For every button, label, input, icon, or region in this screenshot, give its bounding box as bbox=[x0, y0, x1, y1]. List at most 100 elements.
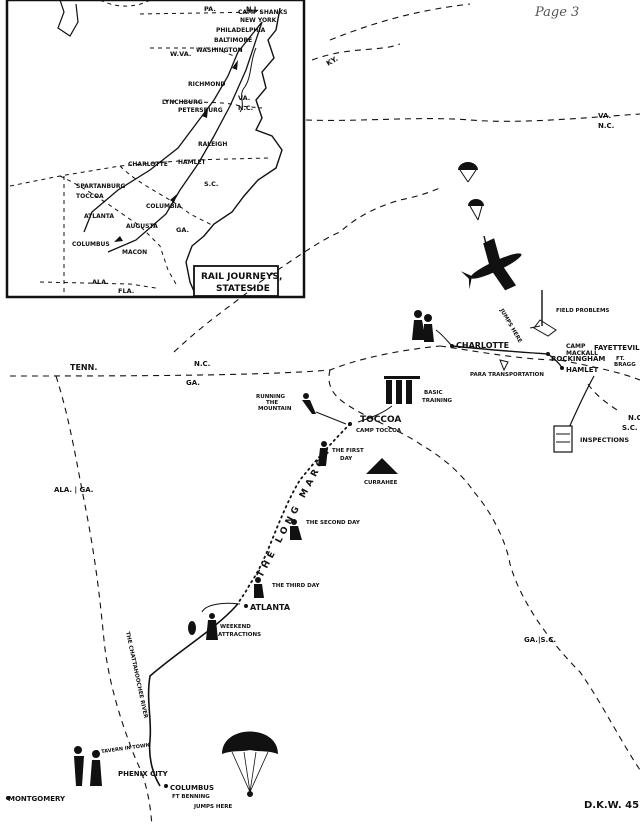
runner-icon bbox=[302, 393, 316, 414]
inset-route-arrows bbox=[114, 60, 238, 242]
inspection-line bbox=[567, 375, 595, 431]
chattahoochee-river bbox=[147, 605, 237, 787]
page-note: Page 3 bbox=[534, 5, 579, 20]
tenn-label: TENN. bbox=[70, 363, 97, 372]
svg-text:VA.: VA. bbox=[238, 94, 250, 102]
third-day-marcher-icon bbox=[254, 577, 264, 598]
svg-text:GA.: GA. bbox=[176, 226, 189, 234]
weekend-attractions-icon bbox=[188, 613, 218, 640]
tavern-couple-icon bbox=[74, 746, 102, 786]
first-day-label-1: THE FIRST bbox=[332, 448, 364, 454]
field-problems-label: FIELD PROBLEMS bbox=[556, 308, 609, 314]
dancing-couple-icon bbox=[412, 310, 434, 342]
camp-mackall-label-2: MACKALL bbox=[566, 350, 598, 357]
jumps-here-label-2: JUMPS HERE bbox=[498, 307, 523, 344]
basic-training-label-2: TRAINING bbox=[422, 398, 453, 404]
svg-text:TOCCOA: TOCCOA bbox=[76, 193, 104, 200]
svg-text:PETERSBURG: PETERSBURG bbox=[178, 107, 223, 114]
plane-icon bbox=[460, 238, 522, 291]
inset-lake bbox=[57, 0, 79, 37]
inspections-label: INSPECTIONS bbox=[580, 436, 629, 444]
fort-bragg-label-2: BRAGG bbox=[614, 362, 636, 368]
atlanta-label: ATLANTA bbox=[250, 603, 291, 612]
columbus-label: COLUMBUS bbox=[170, 784, 214, 792]
rail-charlotte-mackall bbox=[451, 345, 549, 355]
running-label-1: RUNNING bbox=[256, 394, 286, 400]
inset-state-lines bbox=[9, 0, 269, 296]
rockingham-label: ROCKINGHAM bbox=[551, 355, 605, 363]
place-labels: CHARLOTTE CAMP MACKALL ROCKINGHAM HAMLET… bbox=[8, 341, 640, 803]
inset-city-labels: CAMP SHANKS NEW YORK PHILADELPHIA BALTIM… bbox=[72, 9, 287, 256]
signature: D.K.W. 45 bbox=[584, 800, 639, 811]
svg-text:SPARTANBURG: SPARTANBURG bbox=[76, 183, 126, 190]
montgomery-label: MONTGOMERY bbox=[8, 795, 66, 803]
inset-title-line1: RAIL JOURNEYS, bbox=[201, 272, 282, 282]
svg-text:PHILADELPHIA: PHILADELPHIA bbox=[216, 27, 266, 34]
parachute-large-icon bbox=[222, 731, 278, 797]
svg-text:HAMLET: HAMLET bbox=[178, 159, 207, 166]
running-label-3: MOUNTAIN bbox=[258, 406, 292, 412]
basic-arrow bbox=[357, 405, 393, 423]
hamlet-label: HAMLET bbox=[566, 366, 598, 374]
first-day-marcher-icon bbox=[318, 441, 328, 466]
currahee-mountain-icon bbox=[366, 458, 398, 474]
svg-text:WASHINGTON: WASHINGTON bbox=[196, 47, 243, 54]
para-transport-icon bbox=[499, 359, 509, 372]
currahee-label: CURRAHEE bbox=[364, 480, 398, 486]
tn-nc-label: N.C. bbox=[194, 360, 210, 368]
svg-text:RICHMOND: RICHMOND bbox=[188, 81, 225, 88]
inset-title-line2: STATESIDE bbox=[216, 284, 270, 294]
nc-sc-label-1: N.C. bbox=[628, 414, 640, 422]
fort-bragg-label-1: FT. bbox=[616, 356, 625, 362]
tavern-label: A TAVERN IN TOWN bbox=[95, 742, 150, 756]
para-transport-label: PARA TRANSPORTATION bbox=[470, 372, 544, 378]
running-label-2: THE bbox=[266, 400, 278, 406]
svg-text:S.C.: S.C. bbox=[204, 180, 218, 188]
svg-text:CAMP SHANKS: CAMP SHANKS bbox=[238, 9, 287, 16]
svg-text:LYNCHBURG: LYNCHBURG bbox=[162, 99, 203, 106]
charlotte-label: CHARLOTTE bbox=[456, 341, 509, 350]
ga-sc-label: GA.|S.C. bbox=[524, 636, 556, 645]
inset-title-box: RAIL JOURNEYS, STATESIDE bbox=[193, 265, 282, 297]
jumps-here-label: JUMPS HERE bbox=[193, 804, 232, 810]
basic-training-label-1: BASIC bbox=[424, 390, 443, 396]
running-arrow bbox=[315, 411, 347, 425]
svg-text:RALEIGH: RALEIGH bbox=[198, 141, 227, 148]
va-nc-label: N.C. bbox=[598, 122, 614, 130]
dance-arrow bbox=[435, 329, 453, 347]
svg-text:NEW YORK: NEW YORK bbox=[240, 17, 277, 24]
camp-toccoa-label: CAMP TOCCOA bbox=[356, 428, 402, 434]
svg-text:AUGUSTA: AUGUSTA bbox=[126, 223, 158, 230]
svg-text:MACON: MACON bbox=[122, 249, 147, 256]
svg-text:ALA.: ALA. bbox=[92, 278, 109, 286]
camp-mackall-label-1: CAMP bbox=[566, 343, 586, 350]
weekend-label-2: ATTRACTIONS bbox=[218, 632, 261, 638]
inset-coastline bbox=[185, 7, 283, 297]
inspections-icon bbox=[553, 425, 573, 453]
inset-frame bbox=[5, 0, 306, 299]
weekend-label-1: WEEKEND bbox=[220, 624, 251, 630]
river-label: THE CHATTAHOOCHEE RIVER bbox=[124, 631, 148, 720]
inset-rail-route bbox=[83, 21, 263, 253]
ala-ga-label: ALA. | GA. bbox=[54, 486, 93, 495]
basic-training-icon bbox=[384, 376, 420, 404]
weekend-arrow bbox=[201, 602, 241, 613]
field-camp-icon bbox=[529, 290, 557, 337]
svg-text:COLUMBIA: COLUMBIA bbox=[146, 203, 182, 210]
svg-text:COLUMBUS: COLUMBUS bbox=[72, 241, 110, 248]
long-march-label: THE LONG MARCH bbox=[256, 445, 334, 580]
inset-map: PA. N.J. VA. N.C. S.C. GA. FLA. W.VA. AL… bbox=[5, 0, 306, 299]
tn-ga-label: GA. bbox=[186, 379, 200, 387]
third-day-label: THE THIRD DAY bbox=[272, 583, 320, 589]
ky-label: KY. bbox=[325, 55, 339, 68]
state-boundaries bbox=[9, 3, 640, 826]
first-day-label-2: DAY bbox=[340, 456, 353, 462]
march-dotted-line bbox=[235, 423, 351, 607]
fayetteville-label: FAYETTEVILLE bbox=[594, 344, 640, 352]
inset-state-labels: PA. N.J. VA. N.C. S.C. GA. FLA. W.VA. AL… bbox=[92, 5, 259, 295]
parachute-falling-icon bbox=[468, 199, 484, 221]
svg-text:BALTIMORE: BALTIMORE bbox=[214, 37, 252, 44]
svg-text:N.C.: N.C. bbox=[238, 104, 253, 112]
svg-text:W.VA.: W.VA. bbox=[170, 50, 191, 58]
